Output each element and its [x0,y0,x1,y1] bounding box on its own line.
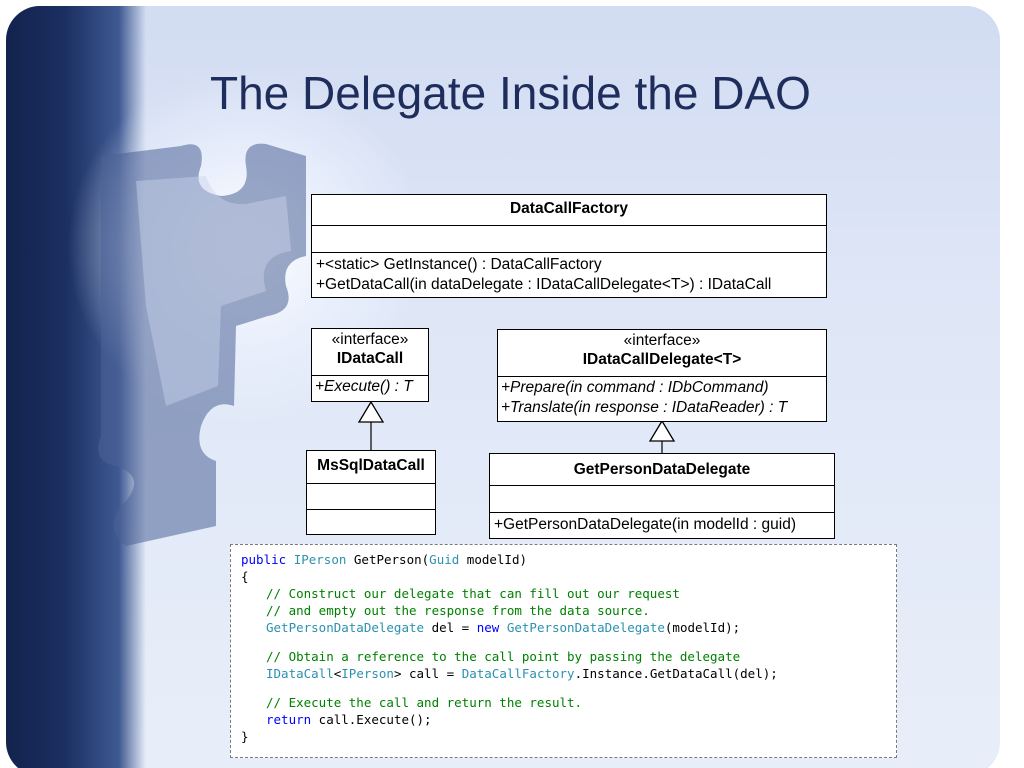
uml-interface-idatacall: «interface» IDataCall +Execute() : T [311,328,429,402]
code-line-call: IDataCall<IPerson> call = DataCallFactor… [266,666,778,681]
code-line-open-brace: { [241,569,249,584]
uml-class-datacallfactory: DataCallFactory +<static> GetInstance() … [311,194,827,298]
operation: +Execute() : T [312,375,428,398]
inheritance-arrowhead-idatacall [357,400,385,423]
operation: +GetDataCall(in dataDelegate : IDataCall… [316,276,772,293]
class-attributes [307,483,435,509]
operation: +Translate(in response : IDataReader) : … [501,399,788,416]
code-comment: // Construct our delegate that can fill … [266,586,680,601]
class-name: MsSqlDataCall [317,457,425,474]
class-operations: +<static> GetInstance() : DataCallFactor… [312,252,826,297]
interface-operations: +Prepare(in command : IDbCommand) +Trans… [498,376,826,419]
code-comment: // Obtain a reference to the call point … [266,649,741,664]
interface-name: IDataCall [336,350,404,367]
operation: +Prepare(in command : IDbCommand) [501,379,769,396]
code-line-delegate: GetPersonDataDelegate del = new GetPerso… [266,620,741,635]
code-comment: // and empty out the response from the d… [266,603,650,618]
class-operations: +GetPersonDataDelegate(in modelId : guid… [490,512,834,537]
code-snippet: public IPerson GetPerson(Guid modelId) {… [230,544,897,758]
code-line-return: return call.Execute(); [266,712,432,727]
code-comment: // Execute the call and return the resul… [266,695,583,710]
inheritance-arrowhead-idatacalldelegate [648,419,676,442]
uml-class-getpersondatadelegate: GetPersonDataDelegate +GetPersonDataDele… [489,453,835,539]
puzzle-decoration [98,143,306,546]
stereotype: «interface» [331,331,409,348]
code-line-close-brace: } [241,729,249,744]
class-attributes [312,225,826,252]
code-line-signature: public IPerson GetPerson(Guid modelId) [241,552,528,567]
uml-interface-idatacalldelegate: «interface» IDataCallDelegate<T> +Prepar… [497,329,827,422]
interface-header: «interface» IDataCall [312,329,428,375]
class-name: GetPersonDataDelegate [573,461,751,478]
stereotype: «interface» [623,332,701,349]
class-operations [307,509,435,533]
class-name: DataCallFactory [509,200,628,217]
puzzle-piece-shape [98,143,306,546]
slide-title: The Delegate Inside the DAO [210,67,811,119]
operation: +<static> GetInstance() : DataCallFactor… [316,256,602,273]
interface-header: «interface» IDataCallDelegate<T> [498,330,826,376]
puzzle-piece-highlight [136,176,291,406]
operation: +GetPersonDataDelegate(in modelId : guid… [494,516,796,533]
class-attributes [490,485,834,512]
interface-name: IDataCallDelegate<T> [582,351,742,368]
uml-class-mssqldatacall: MsSqlDataCall [306,450,436,535]
